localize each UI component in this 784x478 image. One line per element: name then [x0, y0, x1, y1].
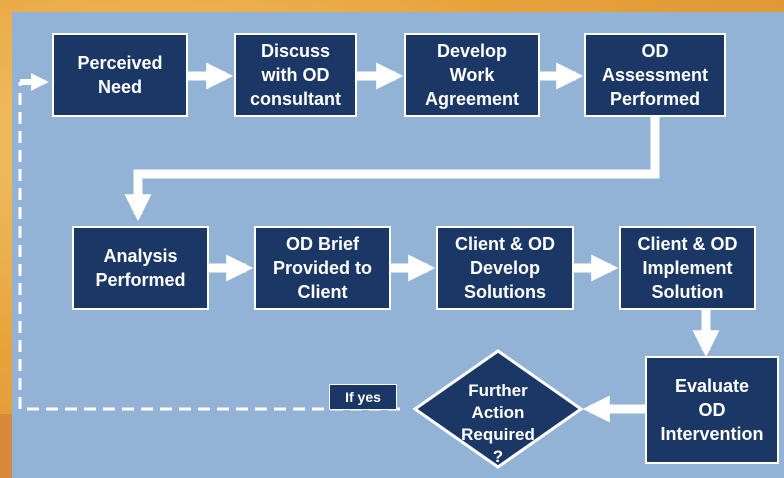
arrow-assessment-to-analysis [124, 116, 660, 222]
if-yes-label: If yes [329, 384, 397, 410]
node-perceived-need: Perceived Need [52, 33, 188, 117]
node-develop-solutions: Client & OD Develop Solutions [436, 226, 574, 310]
decorative-bar [0, 414, 12, 478]
node-analysis: Analysis Performed [72, 226, 209, 310]
node-discuss-consultant: Discuss with OD consultant [234, 33, 357, 117]
node-implement: Client & OD Implement Solution [619, 226, 756, 310]
node-assessment: OD Assessment Performed [584, 33, 726, 117]
loop-back-dashed [18, 82, 400, 411]
decision-diamond [412, 349, 584, 469]
decision-label: Further Action Required ? [461, 381, 535, 466]
node-brief: OD Brief Provided to Client [254, 226, 391, 310]
node-evaluate: Evaluate OD Intervention [645, 356, 779, 464]
node-develop-agreement: Develop Work Agreement [404, 33, 540, 117]
